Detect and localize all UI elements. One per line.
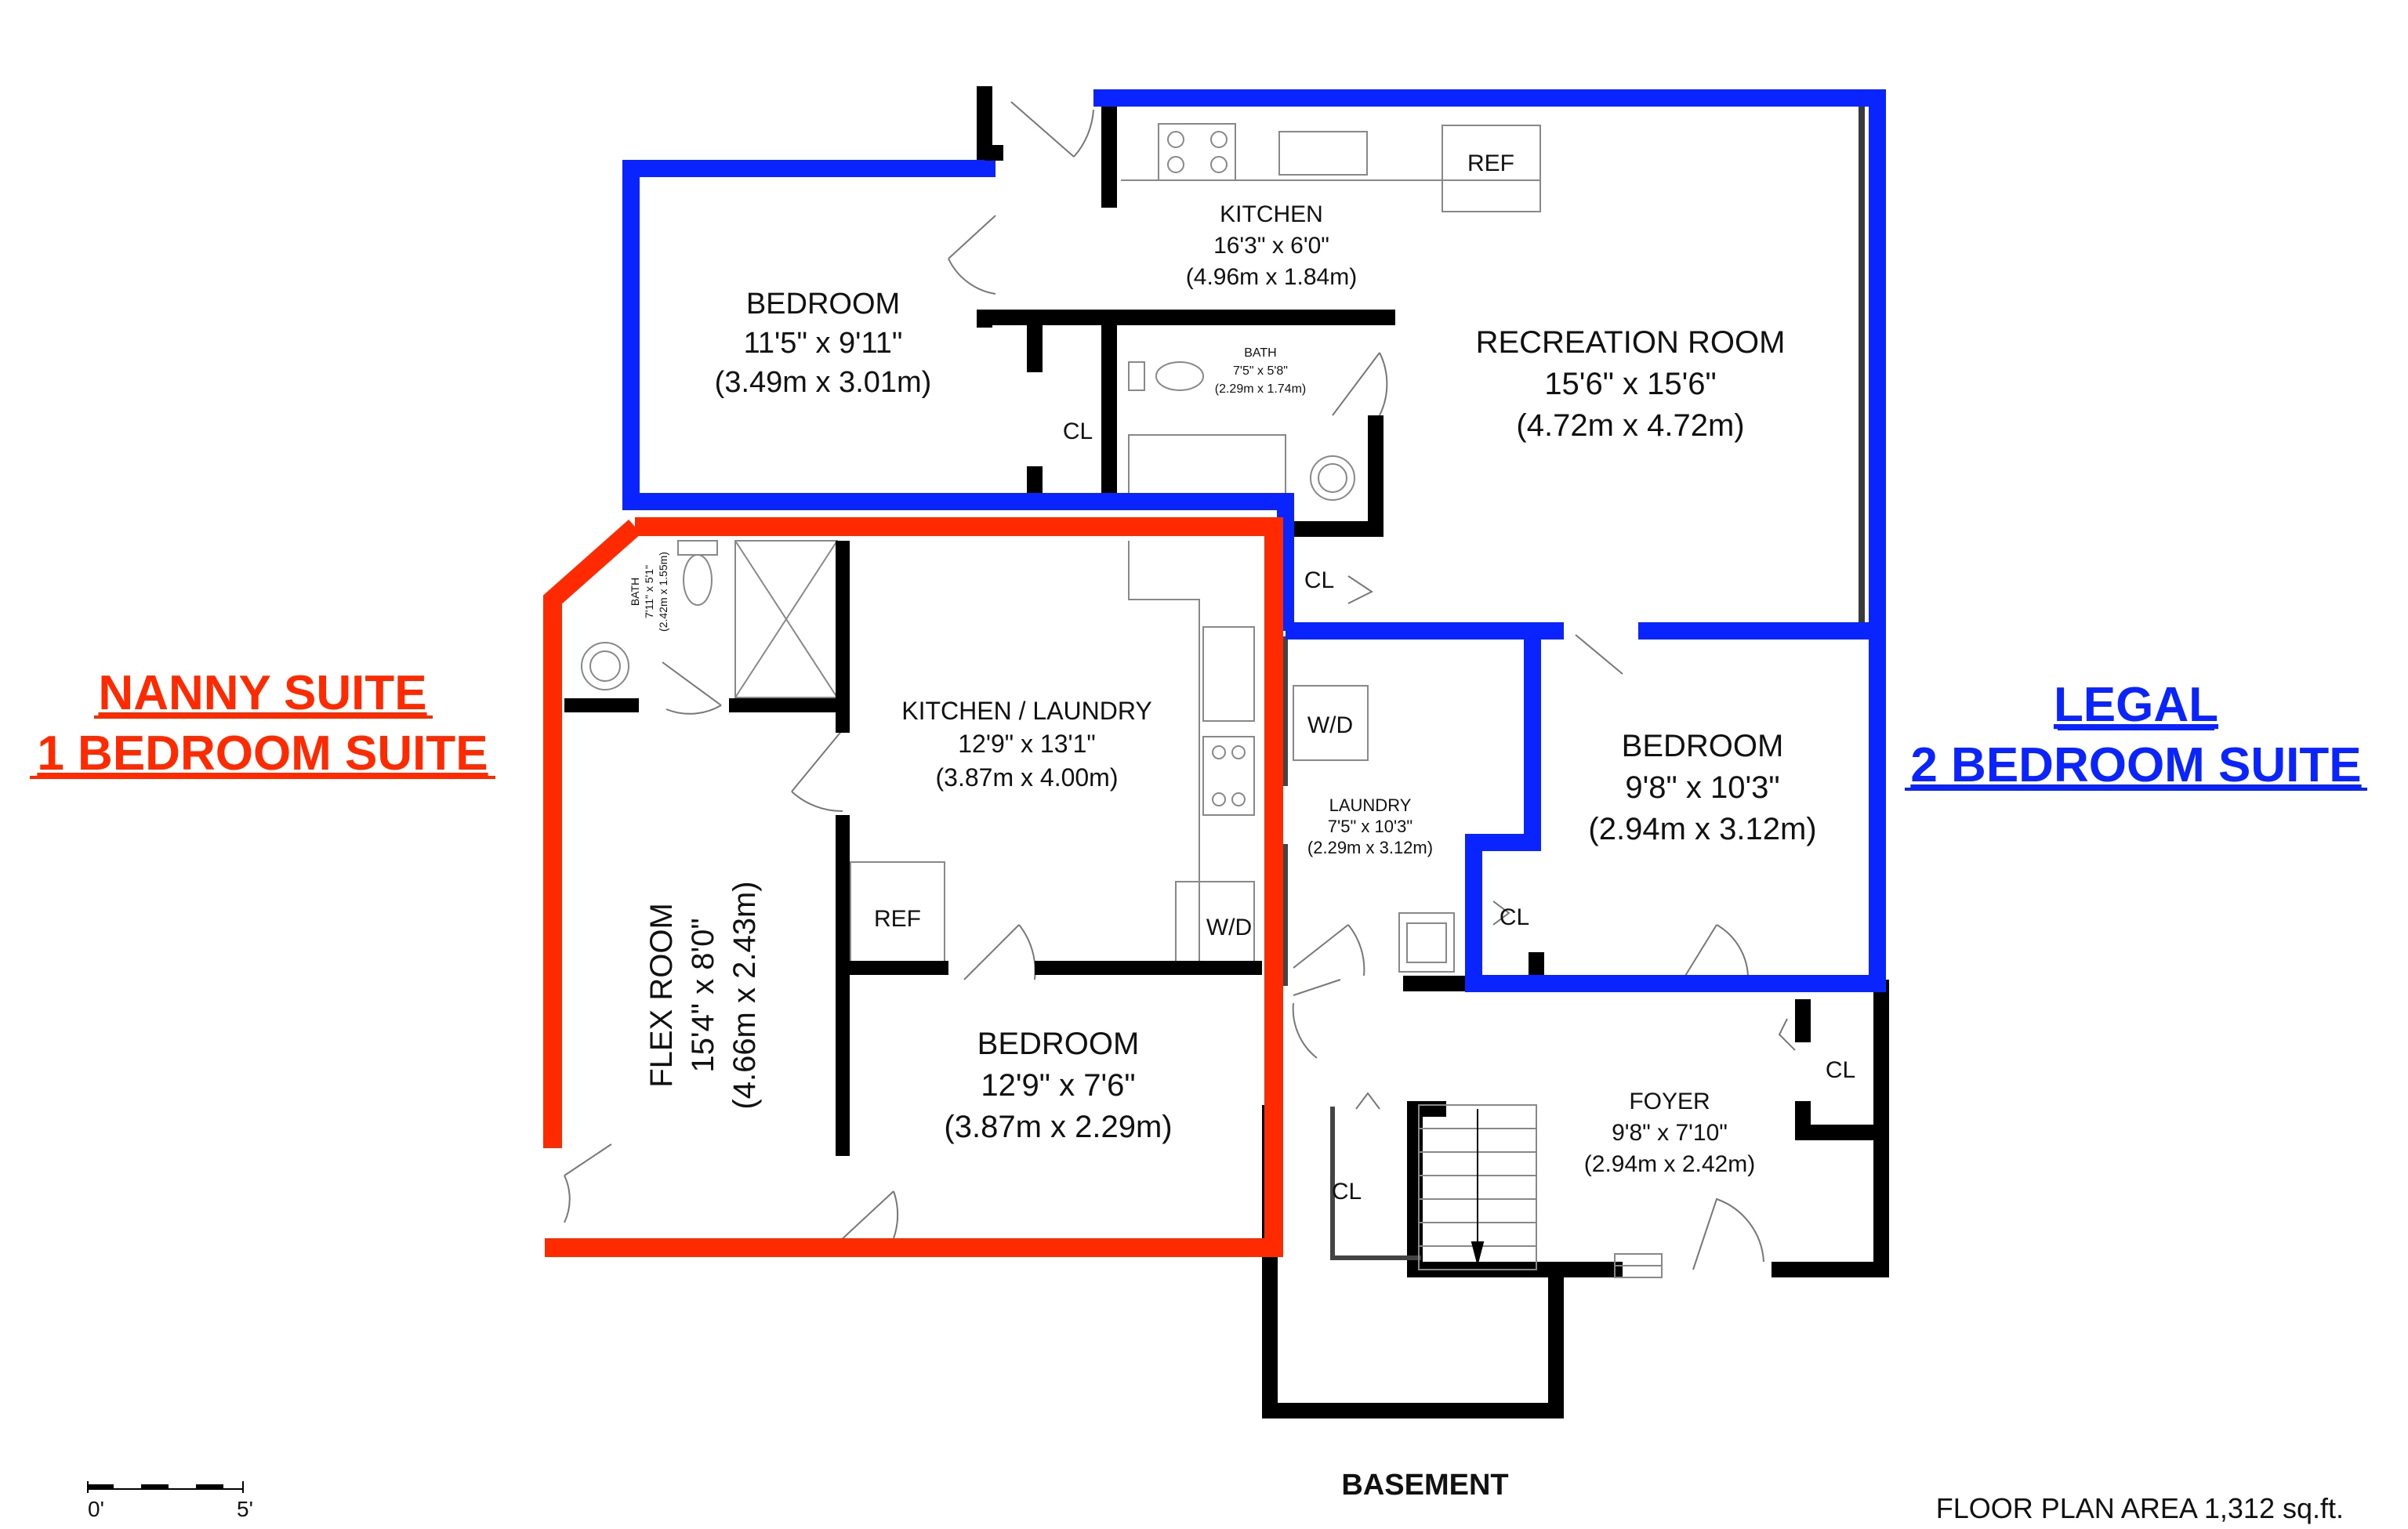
- scale-end-label: 5': [237, 1497, 253, 1521]
- bath-nanny-imperial: 7'11" x 5'1": [643, 565, 655, 618]
- stub-walls: [977, 145, 1003, 328]
- sink-top-kitchen: [1278, 131, 1368, 176]
- closet-label-5: CL: [1332, 1179, 1362, 1205]
- closet-label-3: CL: [1500, 904, 1529, 930]
- foyer-name: FOYER: [1629, 1089, 1710, 1114]
- doors: [564, 101, 1796, 1270]
- flex-room-metric: (4.66m x 2.43m): [727, 881, 762, 1109]
- bedroom-nw-imperial: 11'5" x 9'11": [744, 327, 903, 360]
- bath-nanny-label: BATH 7'11" x 5'1" (2.42m x 1.55m): [629, 552, 669, 632]
- legal-suite-title: LEGAL: [2054, 678, 2218, 732]
- nanny-interior-walls: [564, 541, 1262, 1156]
- closet-label-1: CL: [1063, 418, 1093, 444]
- bedroom-e-imperial: 9'8" x 10'3": [1625, 770, 1779, 805]
- kitchen-laundry-imperial: 12'9" x 13'1": [958, 730, 1096, 758]
- recreation-metric: (4.72m x 4.72m): [1516, 408, 1744, 443]
- fixtures: [581, 123, 1663, 1278]
- wd-label-laundry: W/D: [1307, 712, 1353, 738]
- bedroom-nw-name: BEDROOM: [746, 288, 900, 321]
- stove-top-kitchen: [1158, 123, 1236, 181]
- legal-suite-subtitle: 2 BEDROOM SUITE: [1910, 738, 2361, 792]
- ref-label-nanny: REF: [874, 906, 921, 932]
- foyer-imperial: 9'8" x 7'10": [1612, 1120, 1728, 1146]
- bedroom-e-metric: (2.94m x 3.12m): [1588, 812, 1816, 846]
- wd-label-nanny: W/D: [1206, 915, 1252, 940]
- flex-room-imperial: 15'4" x 8'0": [686, 918, 720, 1072]
- kitchen-laundry-metric: (3.87m x 4.00m): [936, 763, 1119, 792]
- nanny-suite-outline: [543, 517, 1283, 1257]
- washer-dryer-laundry: [1293, 685, 1369, 761]
- nanny-suite-title: NANNY SUITE: [98, 666, 426, 720]
- sink-laundry: [1398, 912, 1455, 973]
- bedroom-sw-imperial: 12'9" x 7'6": [981, 1068, 1135, 1103]
- recreation-imperial: 15'6" x 15'6": [1544, 367, 1716, 401]
- sink-nanny-kitchen: [1202, 626, 1255, 722]
- laundry-metric: (2.29m x 3.12m): [1307, 838, 1433, 857]
- laundry-imperial: 7'5" x 10'3": [1328, 817, 1413, 836]
- bedroom-nw-metric: (3.49m x 3.01m): [715, 366, 932, 399]
- closet-label-2: CL: [1304, 567, 1334, 593]
- kitchen-imperial: 16'3" x 6'0": [1213, 233, 1329, 259]
- legal-suite-outline: [622, 89, 1886, 992]
- kitchen-name: KITCHEN: [1220, 201, 1323, 227]
- bedroom-sw-metric: (3.87m x 2.29m): [944, 1110, 1172, 1144]
- laundry-name: LAUNDRY: [1329, 795, 1412, 815]
- flex-room-name: FLEX ROOM: [644, 903, 679, 1088]
- stove-nanny-kitchen: [1202, 736, 1255, 816]
- kitchen-laundry-name: KITCHEN / LAUNDRY: [901, 697, 1151, 725]
- recreation-name: RECREATION ROOM: [1476, 325, 1786, 360]
- bath-nanny-metric: (2.42m x 1.55m): [657, 552, 669, 632]
- stairs: [1418, 1104, 1537, 1270]
- closet-label-4: CL: [1826, 1057, 1855, 1083]
- kitchen-metric: (4.96m x 1.84m): [1186, 264, 1357, 290]
- bath-top-name: BATH: [1244, 346, 1276, 360]
- tub-top-bath: [1128, 434, 1286, 498]
- bath-top-imperial: 7'5" x 5'8": [1233, 364, 1288, 378]
- floor-name: BASEMENT: [1341, 1469, 1508, 1502]
- bedroom-e-name: BEDROOM: [1622, 729, 1784, 763]
- ref-label-top: REF: [1467, 150, 1514, 176]
- scale-start-label: 0': [88, 1497, 104, 1521]
- floor-area: FLOOR PLAN AREA 1,312 sq.ft.: [1936, 1492, 2344, 1524]
- flex-room-label: FLEX ROOM 15'4" x 8'0" (4.66m x 2.43m): [644, 881, 762, 1109]
- bedroom-sw-name: BEDROOM: [977, 1027, 1140, 1061]
- scale-bar: [87, 1481, 244, 1493]
- foyer-metric: (2.94m x 2.42m): [1584, 1151, 1755, 1177]
- nanny-suite-subtitle: 1 BEDROOM SUITE: [37, 726, 488, 781]
- bath-nanny-name: BATH: [629, 578, 641, 606]
- bath-top-metric: (2.29m x 1.74m): [1215, 382, 1306, 396]
- fridge-top-kitchen: [1442, 125, 1541, 212]
